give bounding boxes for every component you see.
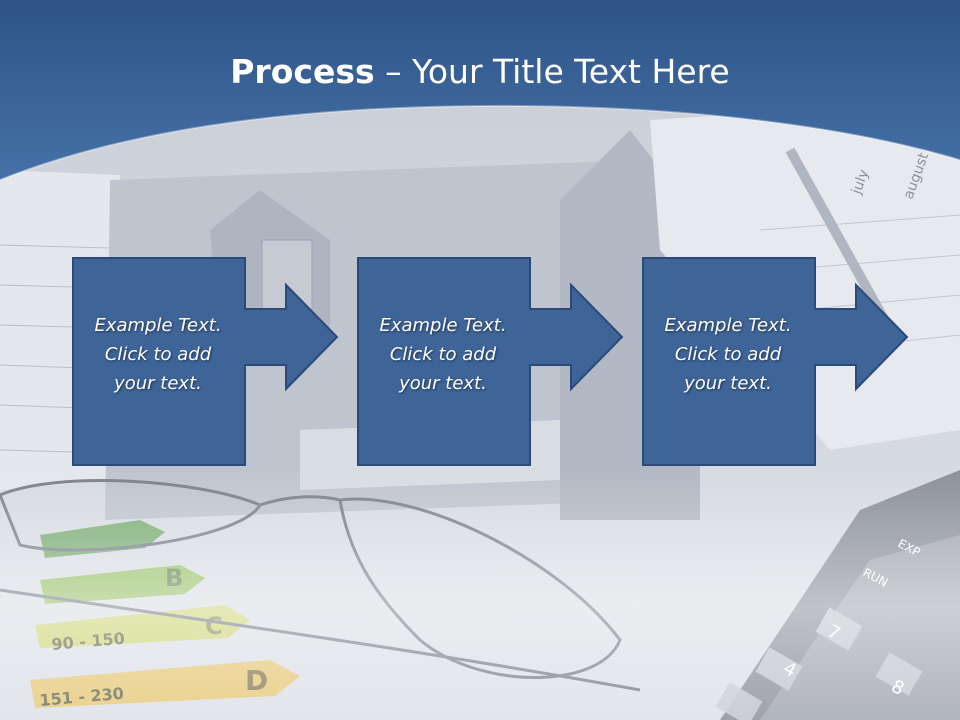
slide-title[interactable]: Process – Your Title Text Here: [0, 52, 960, 91]
arrow-box-shape: [642, 257, 909, 466]
process-step-2[interactable]: Example Text. Click to add your text.: [357, 257, 629, 467]
step-text: Example Text. Click to add your text.: [379, 315, 507, 394]
process-step-3[interactable]: Example Text. Click to add your text.: [642, 257, 914, 467]
process-step-1[interactable]: Example Text. Click to add your text.: [72, 257, 344, 467]
step-text: Example Text. Click to add your text.: [664, 315, 792, 394]
arrow-box-shape: [357, 257, 624, 466]
title-rest: – Your Title Text Here: [374, 52, 730, 91]
arrow-box-shape: [72, 257, 339, 466]
step-text: Example Text. Click to add your text.: [94, 315, 222, 394]
title-bold: Process: [230, 52, 375, 91]
